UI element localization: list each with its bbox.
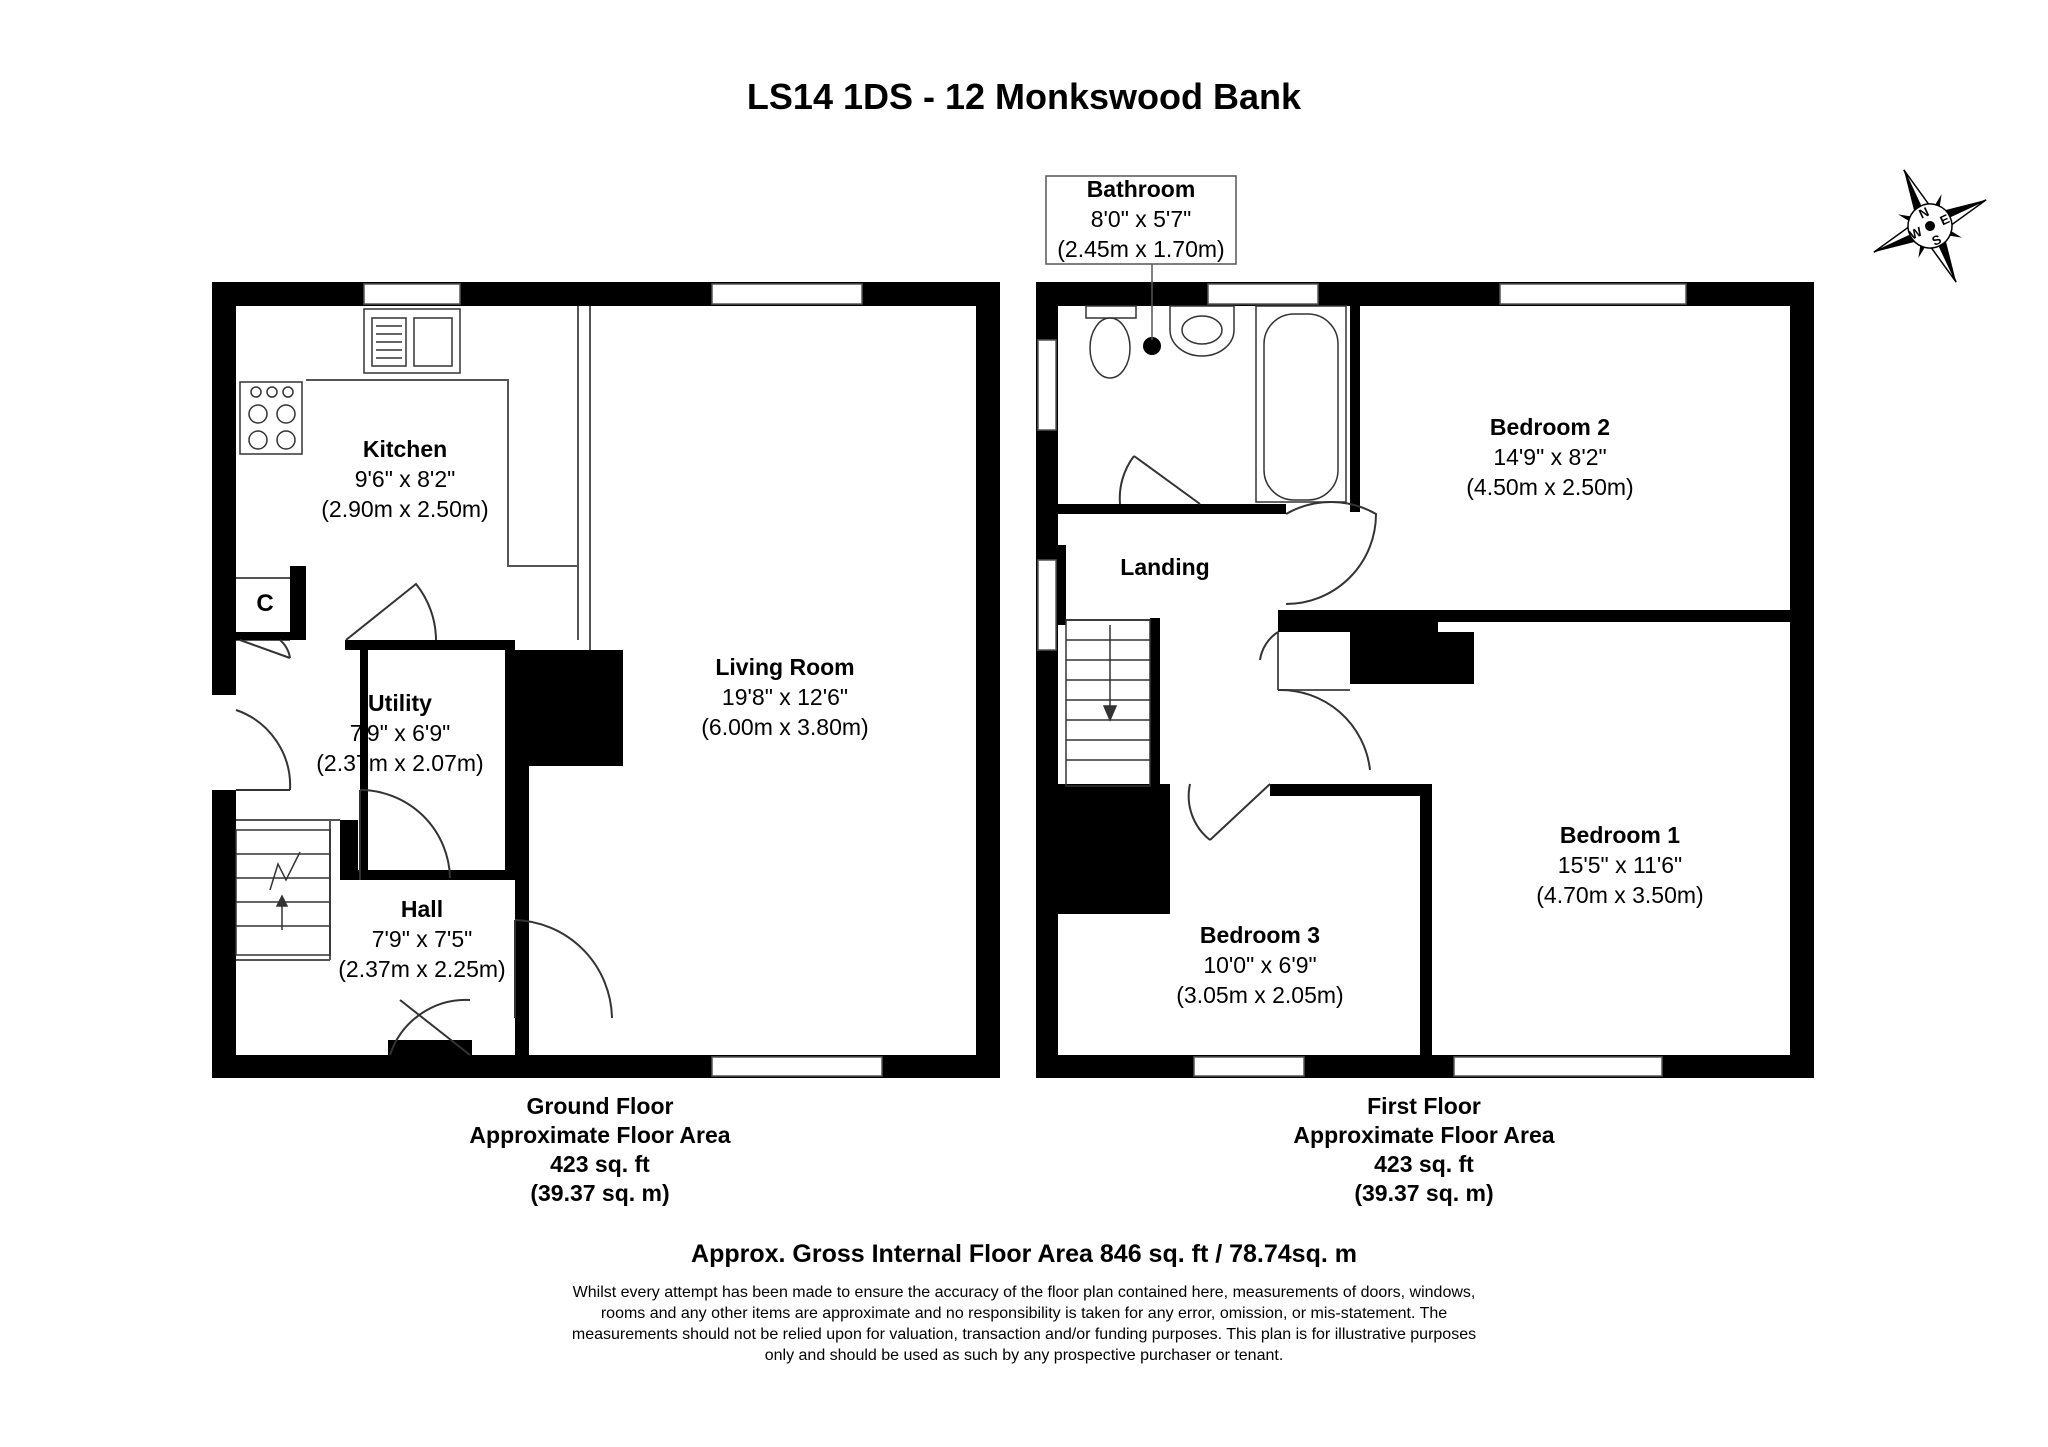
first-inner-walls [1058, 306, 1790, 1056]
compass-rose-icon: N E S W [1873, 169, 1987, 283]
bathroom-name: Bathroom [1086, 176, 1196, 202]
bedroom1-metric: (4.70m x 3.50m) [1536, 882, 1704, 908]
utility-label: Utility 7'9" x 6'9" (2.37m x 2.07m) [290, 688, 510, 778]
ground-windows [363, 283, 883, 1077]
toilet-icon [1085, 305, 1137, 379]
bathroom-imperial: 8'0" x 5'7" [1090, 206, 1192, 232]
ground-solid-partitions [236, 566, 623, 1056]
first-windows [1037, 283, 1687, 1077]
living-room-imperial: 19'8" x 12'6" [721, 684, 849, 710]
bathroom-label-box [1045, 175, 1237, 265]
first-stairs [1065, 619, 1151, 787]
kitchen-metric: (2.90m x 2.50m) [321, 496, 489, 522]
living-room-label: Living Room 19'8" x 12'6" (6.00m x 3.80m… [660, 652, 910, 742]
hob-icon [239, 381, 303, 455]
utility-name: Utility [368, 690, 432, 716]
kitchen-imperial: 9'6" x 8'2" [354, 466, 456, 492]
first-floor-plan [1036, 175, 1814, 1078]
bath-icon [1255, 305, 1347, 503]
basin-icon [1169, 305, 1235, 357]
hall-imperial: 7'9" x 7'5" [371, 926, 473, 952]
ground-floor-plan [212, 282, 1000, 1078]
ground-floor-line-4: (39.37 sq. m) [530, 1180, 670, 1206]
ground-floor-line-3: 423 sq. ft [550, 1151, 650, 1177]
ground-doors [235, 582, 613, 1056]
kitchen-label: Kitchen 9'6" x 8'2" (2.90m x 2.50m) [300, 434, 510, 524]
bedroom3-label: Bedroom 3 10'0" x 6'9" (3.05m x 2.05m) [1140, 920, 1380, 1010]
first-floor-line-1: First Floor [1367, 1093, 1481, 1119]
plan-title: LS14 1DS - 12 Monkswood Bank [746, 76, 1302, 117]
living-room-metric: (6.00m x 3.80m) [701, 714, 869, 740]
bathroom-label: Bathroom 8'0" x 5'7" (2.45m x 1.70m) [1046, 174, 1236, 264]
disclaimer-line-2: rooms and any other items are approximat… [600, 1305, 1448, 1322]
ground-floor-area-label: Ground Floor Approximate Floor Area 423 … [420, 1092, 780, 1208]
kitchen-sink-icon [363, 308, 461, 374]
first-floor-area-label: First Floor Approximate Floor Area 423 s… [1244, 1092, 1604, 1208]
living-room-name: Living Room [715, 654, 855, 680]
hall-label: Hall 7'9" x 7'5" (2.37m x 2.25m) [312, 894, 532, 984]
bedroom3-imperial: 10'0" x 6'9" [1203, 952, 1317, 978]
gross-area: Approx. Gross Internal Floor Area 846 sq… [691, 1240, 1357, 1268]
bedroom2-name: Bedroom 2 [1489, 414, 1611, 440]
ground-floor-line-1: Ground Floor [526, 1093, 674, 1119]
bedroom2-label: Bedroom 2 14'9" x 8'2" (4.50m x 2.50m) [1430, 412, 1670, 502]
bathroom-metric: (2.45m x 1.70m) [1057, 236, 1225, 262]
first-floor-line-2: Approximate Floor Area [1293, 1122, 1555, 1148]
utility-imperial: 7'9" x 6'9" [349, 720, 451, 746]
landing-label: Landing [1100, 552, 1230, 582]
utility-metric: (2.37m x 2.07m) [316, 750, 484, 776]
ground-stairs [235, 829, 331, 956]
disclaimer: Whilst every attempt has been made to en… [524, 1282, 1524, 1366]
first-floor-line-4: (39.37 sq. m) [1354, 1180, 1494, 1206]
bedroom2-imperial: 14'9" x 8'2" [1493, 444, 1607, 470]
hall-name: Hall [400, 896, 444, 922]
cupboard-label: C [256, 590, 274, 617]
soil-pipe-icon [1143, 337, 1161, 355]
disclaimer-line-3: measurements should not be relied upon f… [571, 1326, 1477, 1343]
bedroom2-metric: (4.50m x 2.50m) [1466, 474, 1634, 500]
kitchen-name: Kitchen [362, 436, 448, 462]
hall-metric: (2.37m x 2.25m) [338, 956, 506, 982]
ground-floor-line-2: Approximate Floor Area [469, 1122, 731, 1148]
bedroom3-metric: (3.05m x 2.05m) [1176, 982, 1344, 1008]
bedroom1-name: Bedroom 1 [1559, 822, 1681, 848]
disclaimer-line-1: Whilst every attempt has been made to en… [572, 1284, 1476, 1301]
landing-name: Landing [1120, 554, 1210, 580]
bedroom1-label: Bedroom 1 15'5" x 11'6" (4.70m x 3.50m) [1500, 820, 1740, 910]
bedroom3-name: Bedroom 3 [1199, 922, 1321, 948]
first-doors [1118, 455, 1378, 841]
first-floor-line-3: 423 sq. ft [1374, 1151, 1474, 1177]
disclaimer-line-4: only and should be used as such by any p… [764, 1347, 1284, 1364]
bedroom1-imperial: 15'5" x 11'6" [1557, 852, 1683, 878]
